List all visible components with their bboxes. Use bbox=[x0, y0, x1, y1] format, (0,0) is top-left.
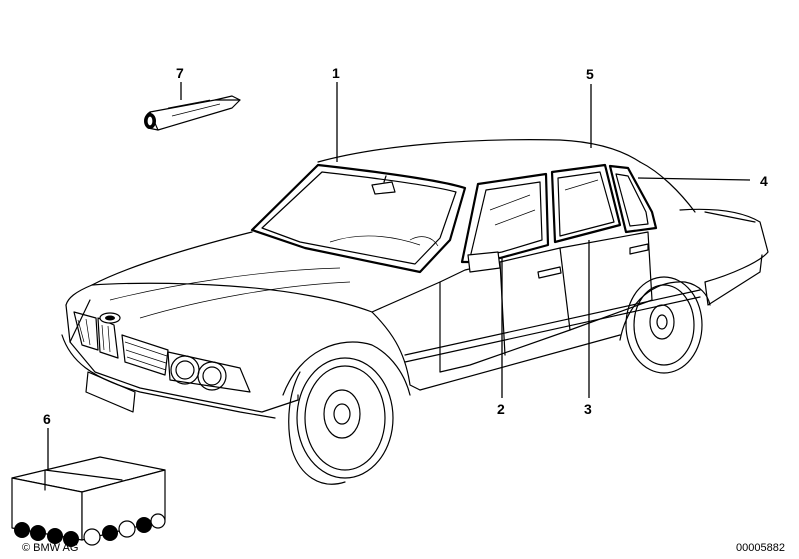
sealant-tube-illustration bbox=[144, 95, 241, 131]
car-illustration bbox=[61, 139, 769, 485]
callout-5: 5 bbox=[586, 66, 594, 82]
callout-4: 4 bbox=[760, 173, 768, 189]
callout-1: 1 bbox=[332, 65, 340, 81]
callout-2: 2 bbox=[497, 401, 505, 417]
callout-3: 3 bbox=[584, 401, 592, 417]
clip-box-illustration bbox=[11, 456, 166, 547]
callout-7: 7 bbox=[176, 65, 184, 81]
leader-lines bbox=[47, 82, 751, 470]
diagram-number: 00005882 bbox=[736, 542, 785, 554]
copyright-text: © BMW AG bbox=[22, 542, 79, 554]
callout-labels: 1 2 3 4 5 6 7 bbox=[43, 65, 768, 427]
callout-6: 6 bbox=[43, 411, 51, 427]
